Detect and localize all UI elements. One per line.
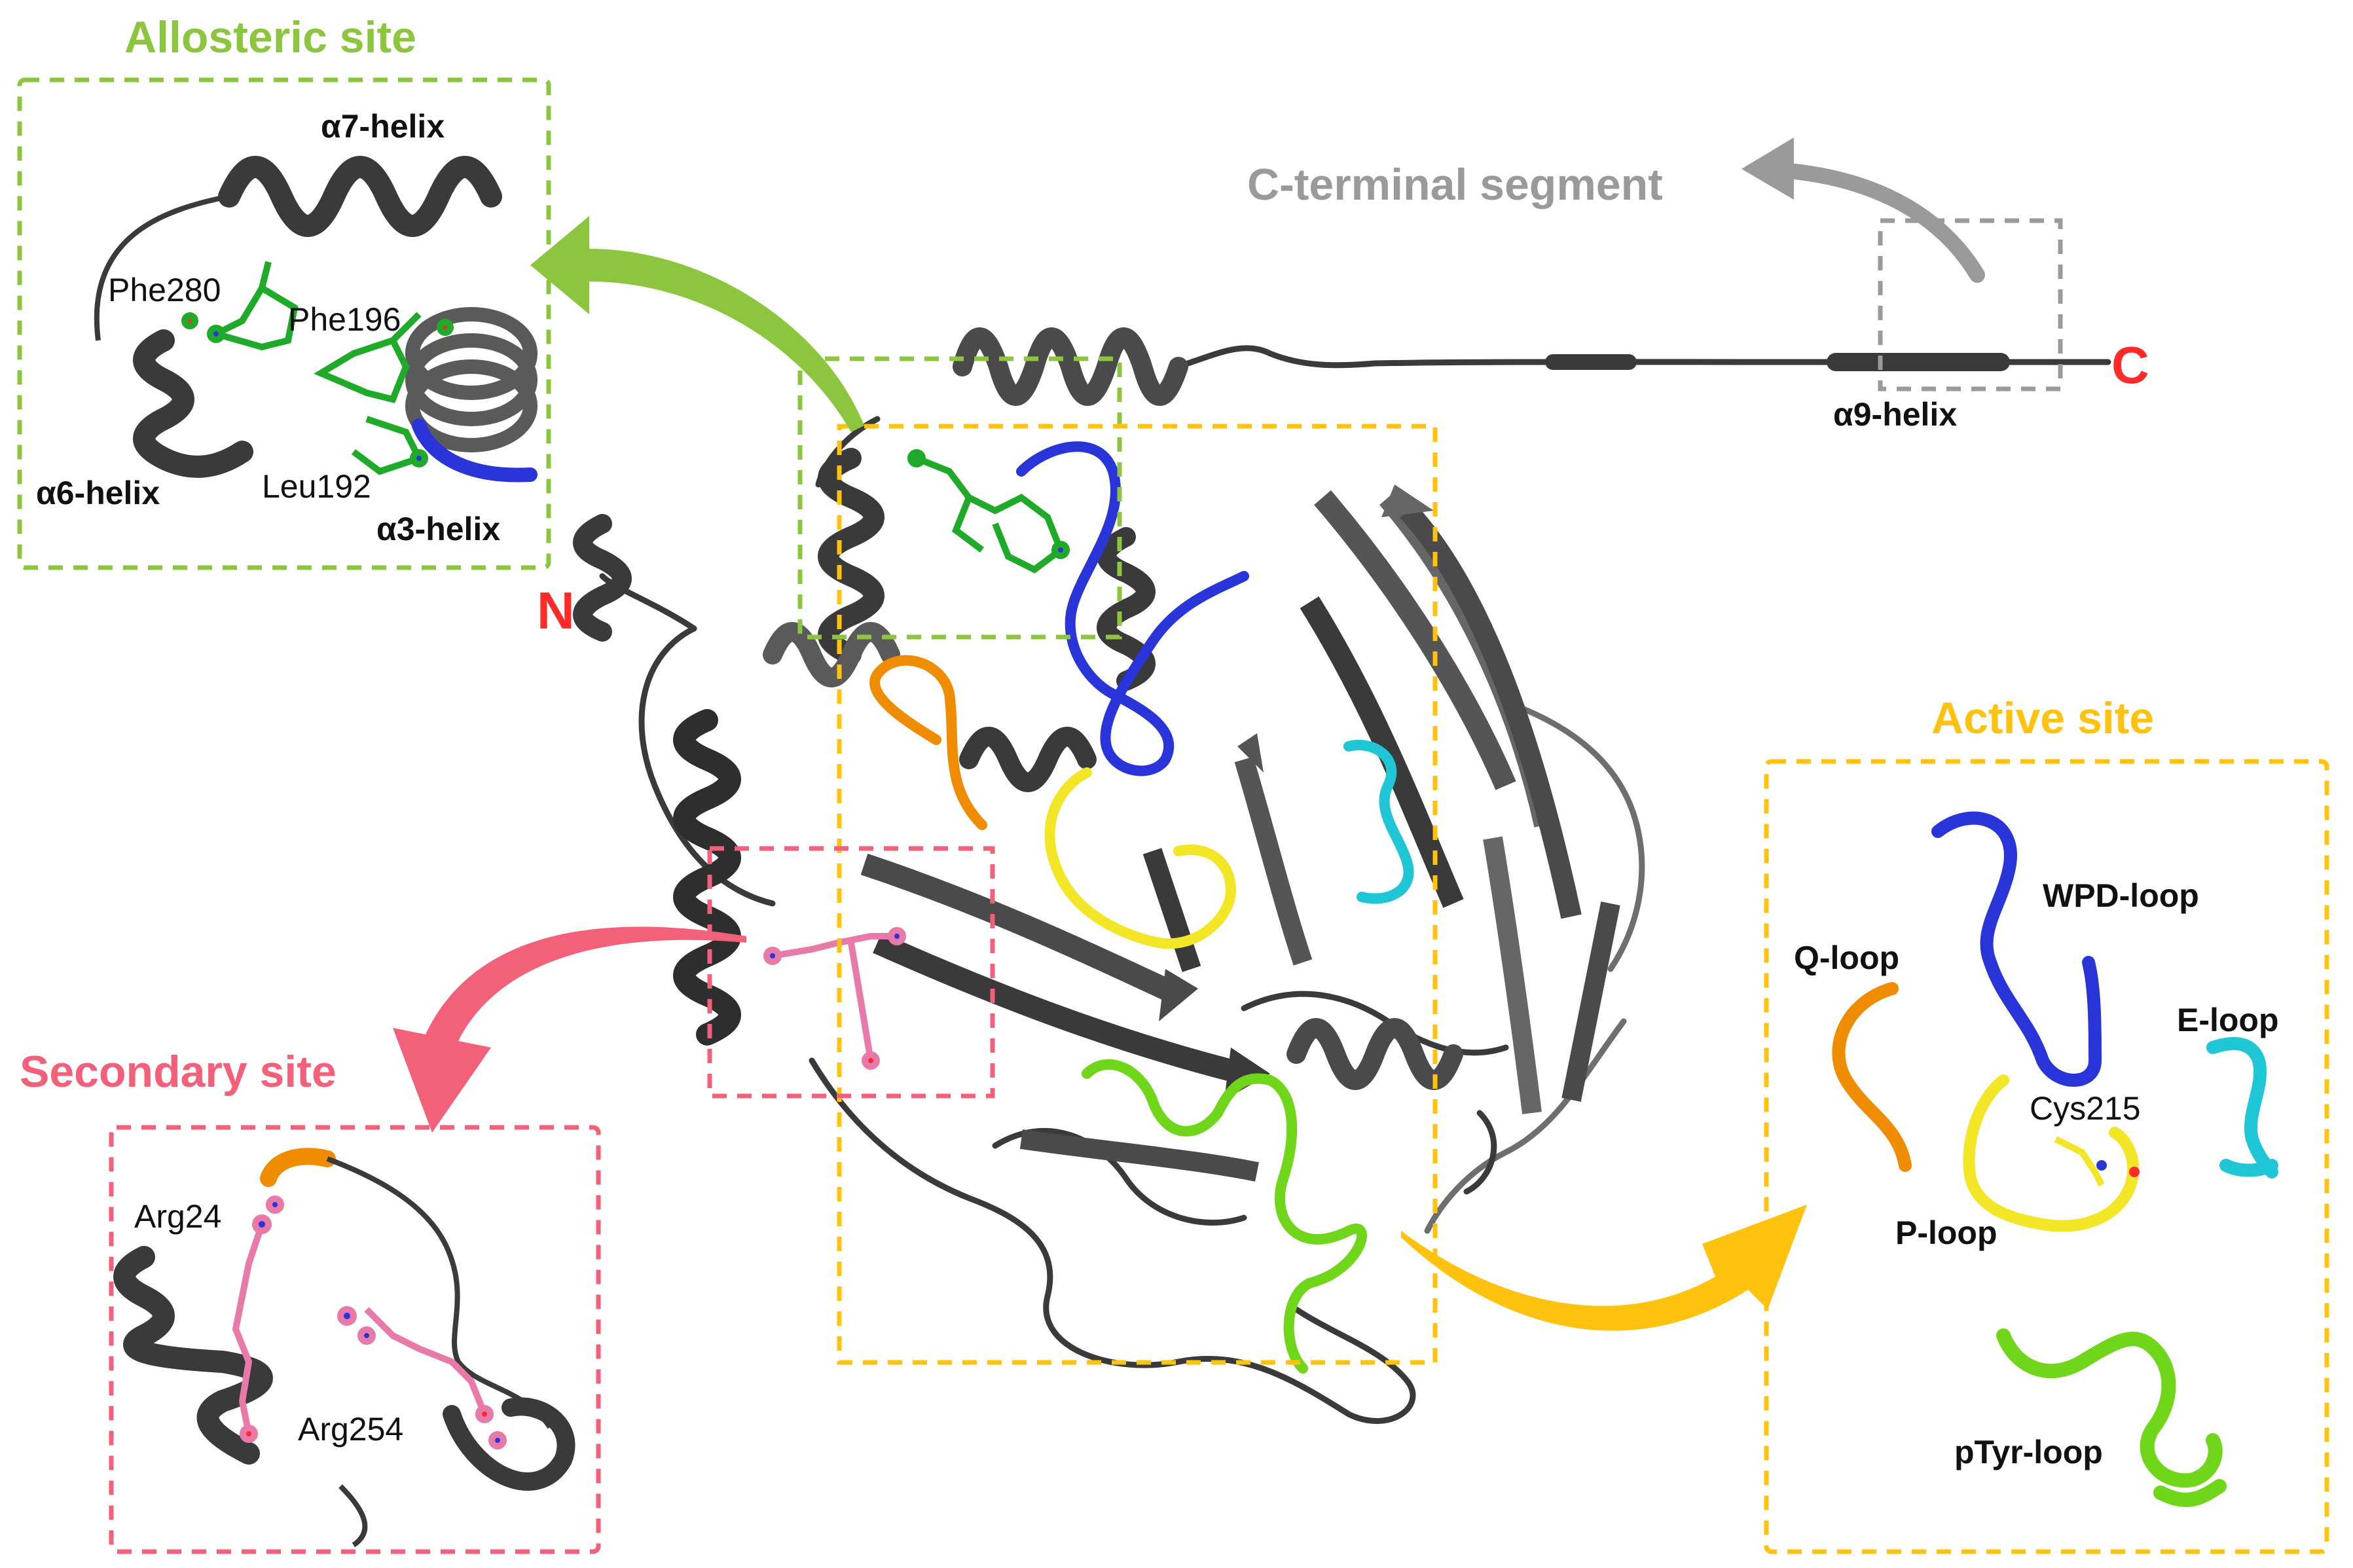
allosteric-ligand-main [907,449,1070,574]
active-box-main [837,424,1438,1365]
helix-center-3 [959,727,1097,792]
alpha6-helix-label: α6-helix [36,475,160,511]
n-terminus-label: N [537,581,575,640]
secondary-title: Secondary site [20,1047,337,1097]
e-loop-label: E-loop [2177,1002,2279,1038]
alpha9-helix-segment-1 [1545,354,1637,370]
helix-alpha3-main [818,448,885,665]
secondary-box-main [707,846,995,1099]
cterminal-arrowhead [1742,137,1794,200]
c-terminus-label: C [2111,336,2149,394]
cterminal-title: C-terminal segment [1247,160,1663,210]
phe280-label: Phe280 [108,272,221,308]
alpha7-helix-label: α7-helix [321,108,445,145]
beta-sheet [860,490,1620,1182]
helix-left-long [673,709,741,1046]
e-loop-inset [2206,1037,2278,1178]
allosteric-box [17,77,551,570]
allosteric-title: Allosteric site [124,12,416,62]
p-loop-label: P-loop [1895,1214,1997,1251]
ptyr-loop-main [1082,1059,1367,1374]
e-loop-main [1343,740,1414,904]
wpd-loop-main [1016,441,1249,776]
q-loop-inset [1832,982,1912,1172]
wpd-loop-label: WPD-loop [2043,877,2199,914]
q-loop-main [869,655,987,830]
protein-ribbon-main [573,327,2111,1424]
ptyr-loop-inset [1996,1328,2227,1507]
secondary-box [109,1125,601,1554]
allosteric-arrow [530,216,864,432]
alpha9-helix-segment-2 [1827,353,2010,371]
alpha9-helix-label: α9-helix [1833,396,1957,433]
allosteric-box-main [797,356,1122,640]
alpha3-helix-label: α3-helix [376,511,500,547]
wpd-loop-inset [1931,811,2102,1087]
active-title: Active site [1931,693,2154,743]
q-loop-label: Q-loop [1794,939,1899,976]
leu192-label: Leu192 [262,468,371,505]
active-arrow [1401,1205,1807,1331]
cys215-sidechain [2054,1136,2105,1187]
helix-top [953,327,1188,406]
helix-n-terminal [573,514,632,642]
cterminal-arrow [1773,162,1985,283]
arg24-label: Arg24 [134,1198,221,1235]
phe196-label: Phe196 [288,301,401,338]
cys215-atom-n [2096,1160,2107,1171]
secondary-inset: Secondary site Arg24 Arg254 [20,1047,601,1554]
active-inset: Active site WPD-loop Q-loop E-loop Cys21… [1764,693,2329,1554]
arg254-label: Arg254 [298,1411,403,1448]
cys215-label: Cys215 [2030,1090,2141,1127]
allosteric-inset: Allosteric site α7-helix Phe280 Phe196 [17,12,551,570]
helix-lower-right [1286,1018,1463,1090]
p-loop-main [1044,767,1236,949]
helix-center-2 [763,622,900,687]
ptyr-loop-label: pTyr-loop [1954,1434,2103,1470]
secondary-arrow [393,926,746,1133]
cys215-atom-o [2129,1167,2140,1177]
active-box [1764,759,2329,1554]
